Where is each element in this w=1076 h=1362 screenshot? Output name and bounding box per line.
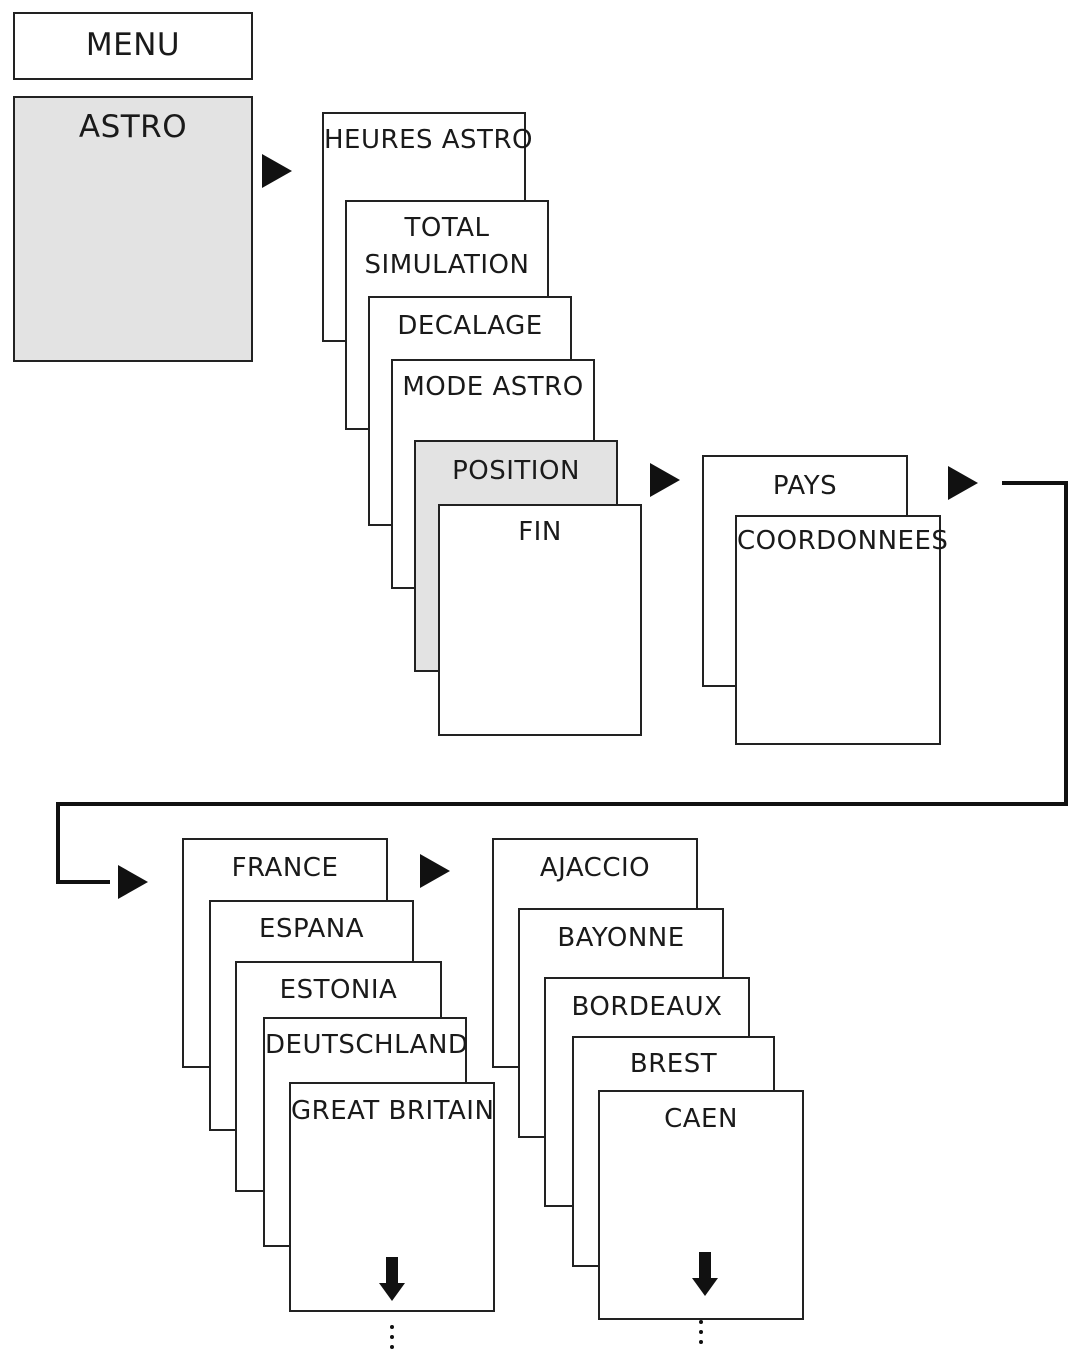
menu-item-coordonnees[interactable]: COORDONNEES (735, 515, 949, 745)
arrow-down-icon (692, 1252, 718, 1296)
country-label: DEUTSCHLAND (265, 1030, 469, 1060)
arrow-right-icon (948, 466, 978, 500)
menu-item-label: PAYS (772, 471, 838, 501)
menu-item-label-line1: TOTAL (404, 213, 490, 243)
more-dots-icon (390, 1325, 394, 1355)
arrow-right-icon (650, 463, 680, 497)
menu-item-label: FIN (518, 517, 562, 547)
astro-menu-item[interactable]: ASTRO (13, 96, 253, 362)
city-label: BAYONNE (557, 923, 685, 953)
country-label: FRANCE (231, 853, 339, 883)
menu-item-label: POSITION (452, 456, 580, 486)
menu-item-label: HEURES ASTRO (324, 125, 533, 155)
astro-label: ASTRO (78, 109, 188, 145)
arrow-right-icon (262, 154, 292, 188)
city-label: BORDEAUX (571, 992, 723, 1022)
country-label: ESPANA (259, 914, 364, 944)
menu-item-label: COORDONNEES (737, 526, 949, 556)
menu-item-fin[interactable]: FIN (438, 504, 642, 736)
menu-header: MENU (13, 12, 253, 80)
more-dots-icon (699, 1320, 703, 1350)
city-label: CAEN (664, 1104, 738, 1134)
country-label: ESTONIA (279, 975, 398, 1005)
menu-item-label: MODE ASTRO (402, 372, 584, 402)
arrow-right-icon (420, 854, 450, 888)
arrow-down-icon (379, 1257, 405, 1301)
city-label: AJACCIO (539, 853, 651, 883)
country-label: GREAT BRITAIN (291, 1096, 495, 1126)
menu-item-label-line2: SIMULATION (364, 250, 530, 280)
menu-item-label: DECALAGE (397, 311, 543, 341)
city-label: BREST (629, 1049, 718, 1079)
menu-title: MENU (85, 27, 181, 63)
arrow-right-icon (118, 865, 148, 899)
